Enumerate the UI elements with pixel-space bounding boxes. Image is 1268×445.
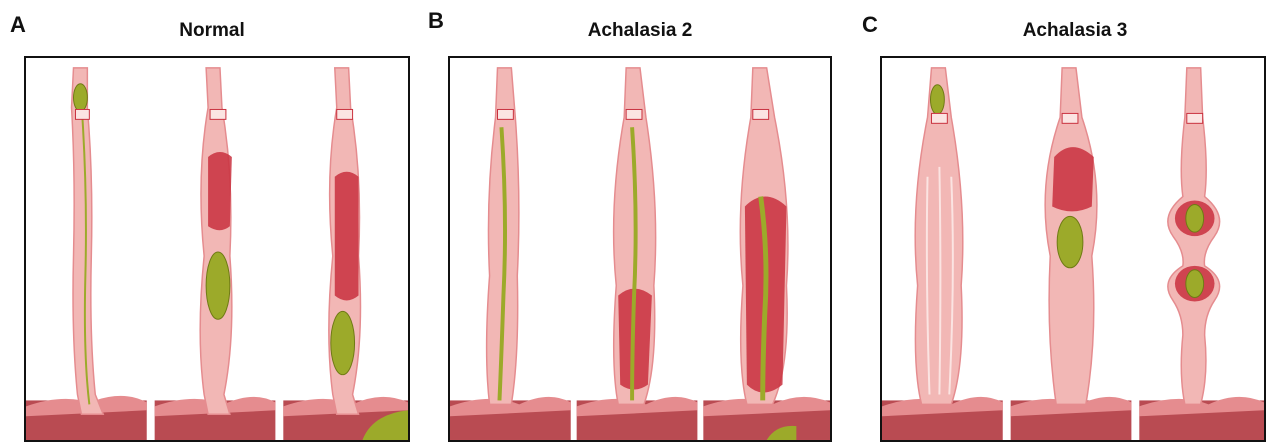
panel-achalasia-2 (448, 56, 832, 442)
panel-letter-b: B (428, 8, 444, 34)
achalasia-2-illustration (450, 58, 830, 440)
esophagus-bolus-top-icon (72, 68, 104, 414)
panel-achalasia-3 (880, 56, 1266, 442)
esophagus-bolus-mid-icon (200, 68, 232, 414)
esophagus-bolus-low-icon (329, 68, 361, 414)
esophagus-spasm-double-icon (1168, 68, 1220, 404)
esophagus-pressurized-icon (487, 68, 519, 404)
achalasia-3-illustration (882, 58, 1264, 440)
panel-normal (24, 56, 410, 442)
panel-letter-a: A (10, 12, 26, 38)
esophagus-spasm-icon (1045, 68, 1097, 404)
panel-title-achalasia-3: Achalasia 3 (925, 20, 1225, 42)
panel-title-achalasia-2: Achalasia 2 (490, 20, 790, 42)
panel-title-normal: Normal (62, 20, 362, 42)
esophagus-bolus-top-icon (915, 68, 963, 404)
panel-letter-c: C (862, 12, 878, 38)
esophagus-pressurized-icon (614, 68, 656, 404)
normal-illustration (26, 58, 408, 440)
esophagus-pressurized-icon (740, 68, 788, 404)
